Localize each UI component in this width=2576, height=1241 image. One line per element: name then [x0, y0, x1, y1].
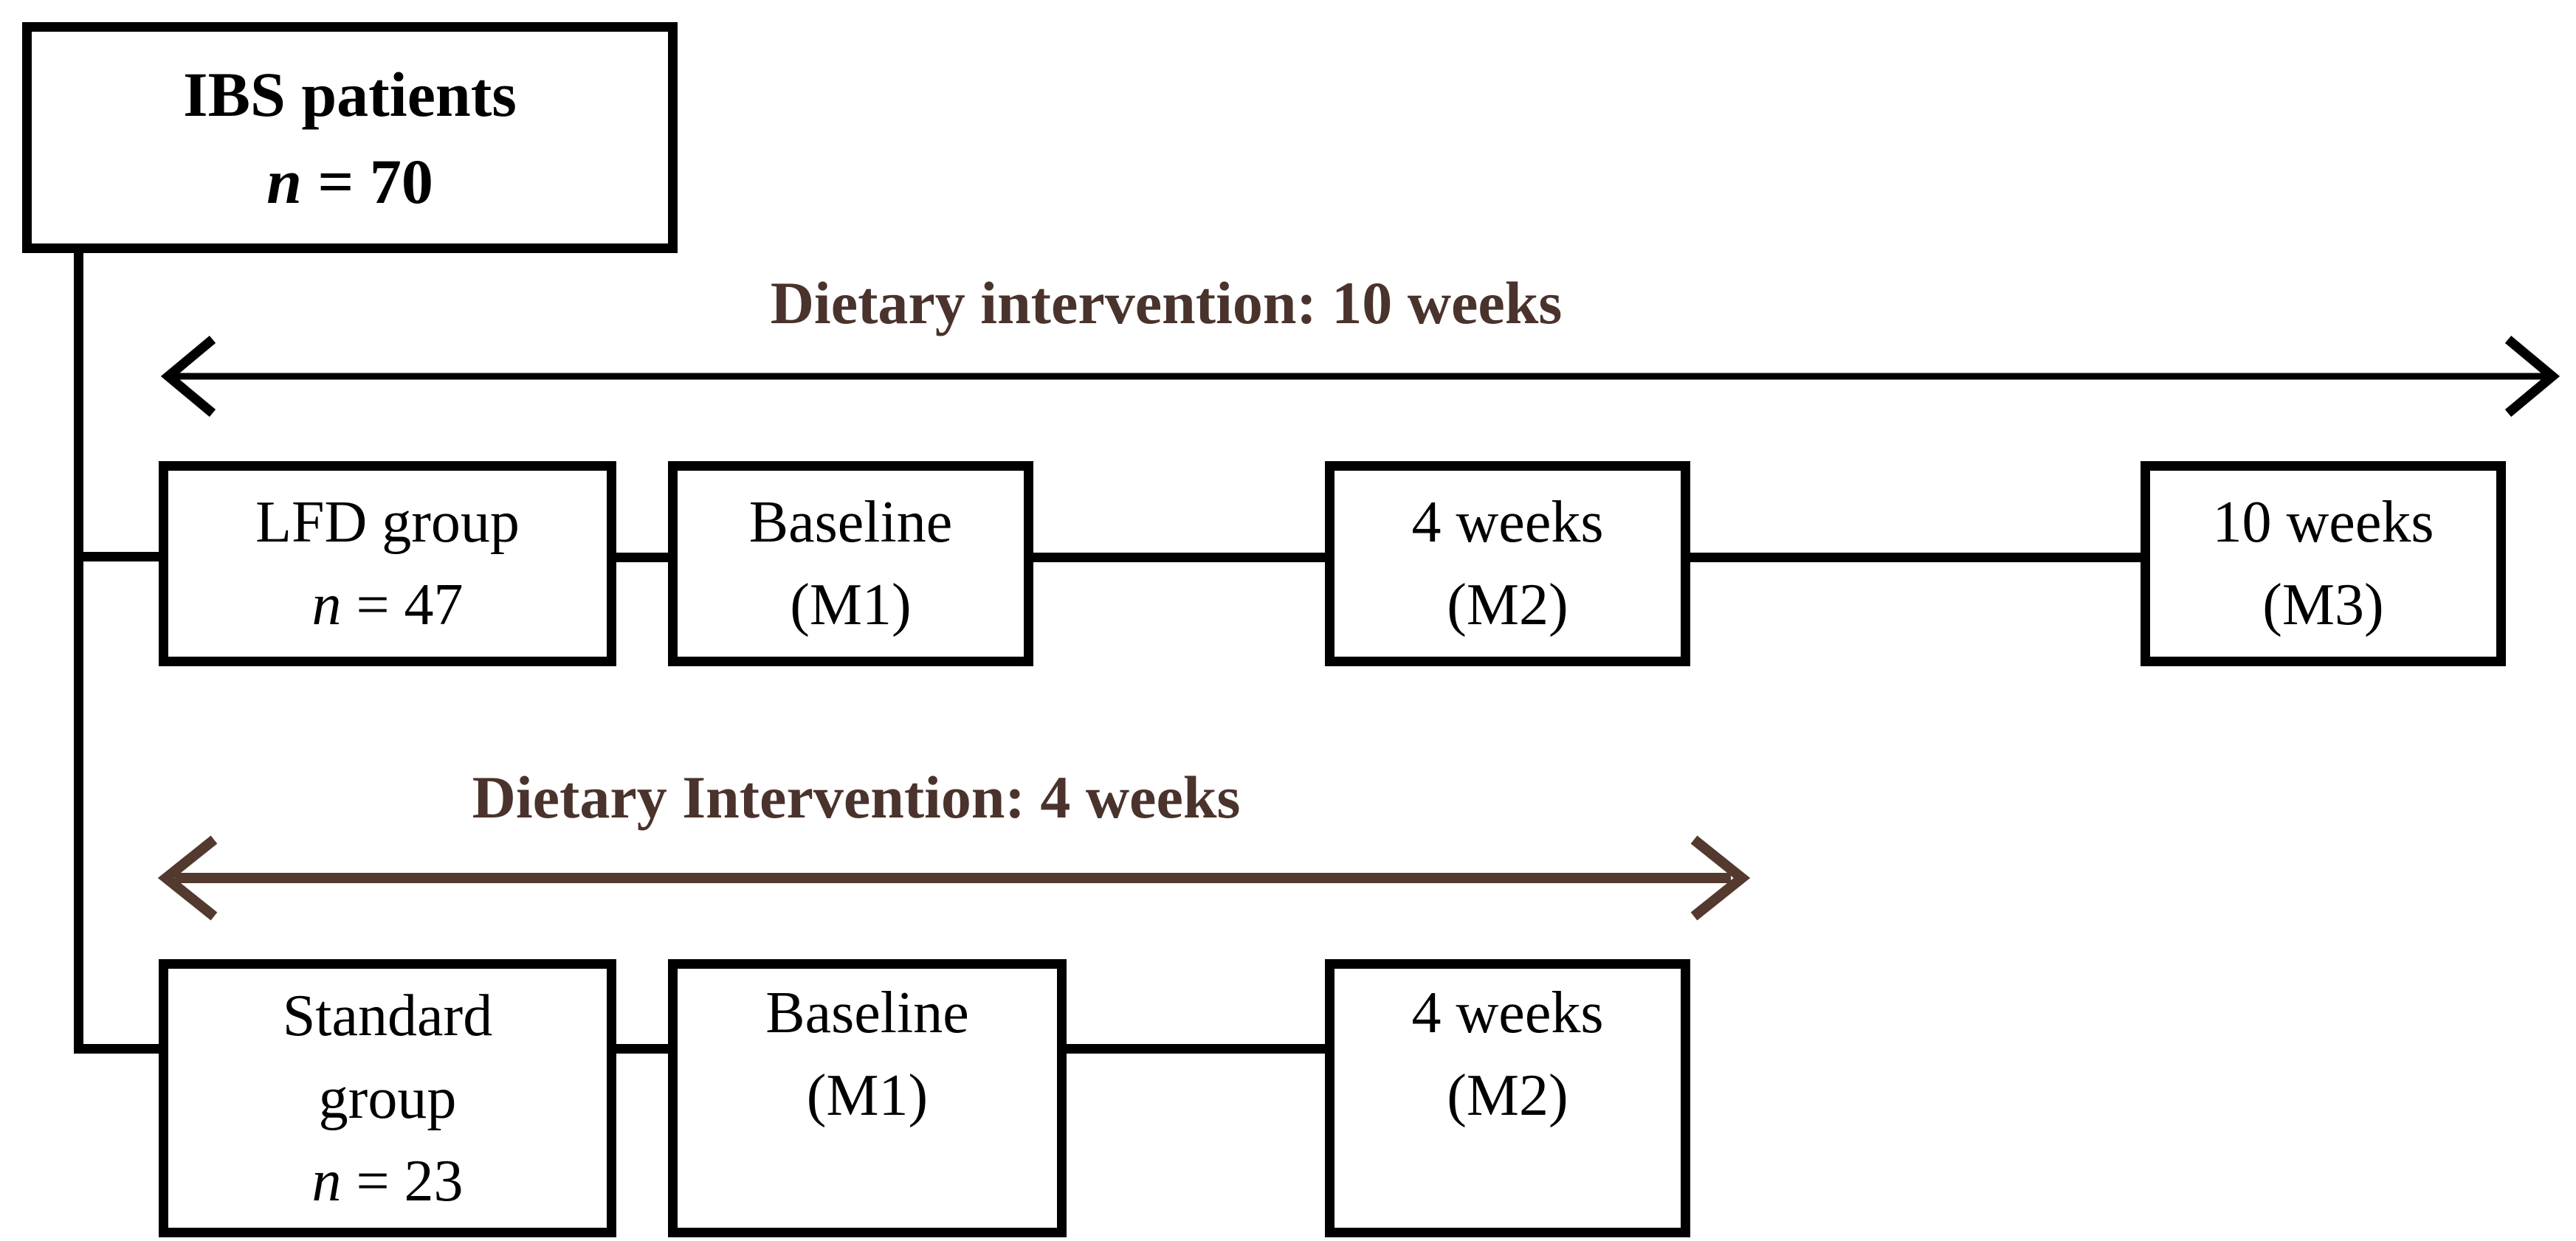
connector-baseline-4weeks-top: [1032, 553, 1327, 562]
lfd-group-box: LFD group n = 47: [159, 461, 616, 666]
lfd-10weeks-code: (M3): [2262, 573, 2384, 637]
standard-4weeks-label: 4 weeks: [1411, 981, 1604, 1045]
lfd-baseline-m1-box: Baseline (M1): [668, 461, 1033, 666]
standard-group-label-line1: Standard: [282, 983, 493, 1048]
connector-standard-baseline: [614, 1044, 670, 1054]
standard-baseline-code: (M1): [806, 1063, 929, 1128]
standard-4weeks-m2-box: 4 weeks (M2): [1325, 959, 1690, 1237]
branch-stub-standard: [74, 1044, 159, 1054]
standard-baseline-label: Baseline: [765, 981, 969, 1045]
standard-baseline-m1-box: Baseline (M1): [668, 959, 1067, 1237]
standard-group-count: n = 23: [311, 1148, 464, 1214]
ibs-patients-label: IBS patients: [183, 58, 517, 130]
connector-4weeks-10weeks: [1689, 553, 2143, 562]
ibs-patients-count: n = 70: [266, 145, 433, 217]
connector-baseline-4weeks-bottom: [1065, 1044, 1327, 1054]
lfd-10weeks-label: 10 weeks: [2212, 490, 2434, 555]
ibs-patients-box: IBS patients n = 70: [22, 22, 678, 253]
lfd-group-count: n = 47: [311, 573, 464, 637]
connector-lfd-baseline: [614, 553, 670, 562]
lfd-4weeks-code: (M2): [1447, 573, 1568, 637]
lfd-4weeks-label: 4 weeks: [1411, 490, 1604, 555]
lfd-10weeks-m3-box: 10 weeks (M3): [2141, 461, 2506, 666]
branch-stub-lfd: [74, 552, 159, 561]
standard-4weeks-code: (M2): [1447, 1063, 1568, 1128]
standard-group-label-line2: group: [318, 1065, 457, 1131]
timeline-bottom-label: Dietary Intervention: 4 weeks: [472, 764, 1241, 831]
lfd-4weeks-m2-box: 4 weeks (M2): [1325, 461, 1690, 666]
timeline-top-label: Dietary intervention: 10 weeks: [770, 269, 1563, 336]
timeline-top-double-arrow-icon: [160, 336, 2560, 417]
standard-group-box: Standard group n = 23: [159, 959, 616, 1237]
lfd-baseline-label: Baseline: [748, 490, 953, 555]
timeline-bottom-double-arrow-icon: [157, 835, 1751, 921]
branch-vertical-line: [74, 253, 83, 1054]
lfd-baseline-code: (M1): [790, 573, 912, 637]
lfd-group-label: LFD group: [255, 490, 520, 555]
